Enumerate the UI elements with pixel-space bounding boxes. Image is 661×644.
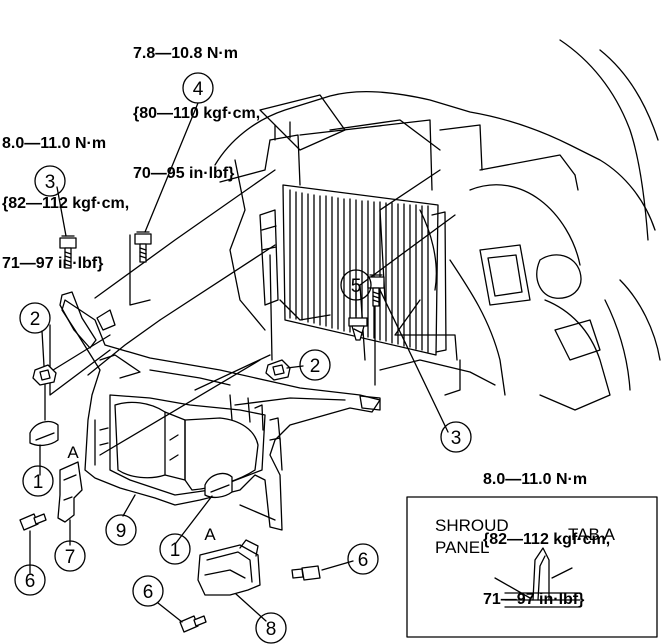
callout-7: 7 — [65, 547, 76, 568]
air-guide-part-8-ribs — [204, 551, 253, 583]
torque-spec-line: {80—110 kgf·cm, — [133, 105, 261, 122]
clip-part-6-bottom — [179, 615, 207, 633]
inset-label-panel: PANEL — [435, 538, 490, 557]
torque-spec-line: {82—112 kgf·cm, — [483, 531, 611, 548]
torque-spec-line: 8.0—11.0 N·m — [2, 135, 107, 152]
air-guide-part-8-tab — [239, 539, 259, 557]
deflector-part-7-ribs — [63, 474, 77, 501]
callout-5: 5 — [351, 276, 362, 297]
callout-2-center: 2 — [310, 356, 321, 377]
deflector-part-7 — [57, 461, 83, 523]
assembly-guide-lines — [44, 119, 579, 456]
nut-part-2-center — [265, 359, 291, 381]
torque-spec-line: 7.8—10.8 N·m — [133, 45, 238, 62]
clip-part-5 — [348, 317, 368, 341]
seal-part-1-center-edge — [210, 484, 230, 493]
nut-part-2-left-hole — [39, 369, 51, 381]
callout-3-right: 3 — [451, 428, 462, 449]
callout-9: 9 — [116, 521, 127, 542]
inset-box — [406, 496, 658, 638]
torque-spec-part-4: 7.8—10.8 N·m {80—110 kgf·cm, 70—95 in·lb… — [133, 4, 260, 224]
callout-8: 8 — [266, 619, 277, 640]
nut-part-2-left — [32, 364, 57, 386]
callout-2-left: 2 — [30, 309, 41, 330]
right-mount-tab — [359, 395, 381, 411]
inset-label-shroud: SHROUD — [435, 516, 509, 535]
shroud-panel — [61, 299, 381, 531]
torque-spec-line: {82—112 kgf·cm, — [2, 195, 130, 212]
callout-1-center: 1 — [170, 540, 181, 561]
callout-1-left: 1 — [33, 472, 44, 493]
callout-6-right: 6 — [358, 550, 369, 571]
tab-a-label-left: A — [67, 443, 79, 462]
inset-label-tab-a: TAB A — [568, 525, 616, 544]
left-clip-mount — [96, 309, 116, 331]
clip-part-6-right — [291, 565, 321, 581]
callout-circles — [14, 72, 472, 644]
seal-part-1-left-edge — [35, 432, 55, 441]
engine-bay-outline — [214, 39, 661, 411]
nut-part-2-center-hole — [272, 364, 285, 376]
inset-tab-detail — [494, 547, 581, 608]
torque-spec-part-3-right: 8.0—11.0 N·m {82—112 kgf·cm, 71—97 in·lb… — [483, 430, 610, 644]
bolt-part-3-right — [367, 274, 385, 307]
left-upper-bracket — [59, 291, 97, 349]
torque-spec-line: 70—95 in·lbf} — [133, 165, 235, 182]
tab-a-label-bottom: A — [204, 525, 216, 544]
torque-spec-line: 8.0—11.0 N·m — [483, 471, 588, 488]
condenser-core — [259, 184, 447, 356]
bolt-part-3-left — [59, 235, 77, 269]
clip-part-6-left — [19, 513, 47, 531]
callout-4: 4 — [193, 79, 204, 100]
bolt-part-4 — [134, 231, 152, 263]
callout-3-left: 3 — [45, 172, 56, 193]
callout-6-left: 6 — [25, 571, 36, 592]
callout-6-bottom: 6 — [143, 582, 154, 603]
torque-spec-part-3-left: 8.0—11.0 N·m {82—112 kgf·cm, 71—97 in·lb… — [2, 94, 129, 314]
